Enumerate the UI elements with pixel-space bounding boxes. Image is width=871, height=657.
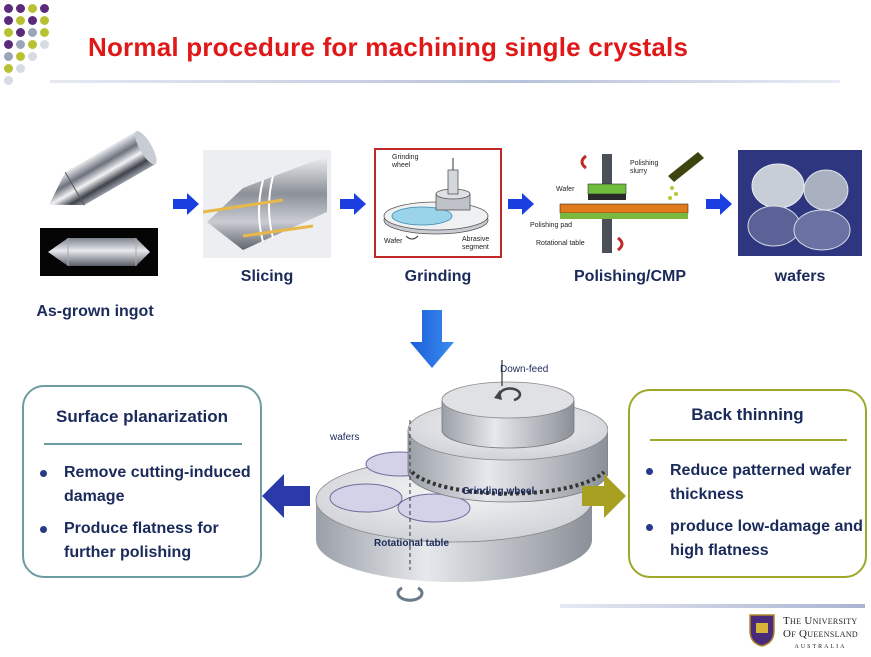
panel-divider — [44, 443, 242, 445]
step-label-wafers: wafers — [774, 268, 826, 285]
polishing-diagram: Polishing slurry Wafer Polishing pad Rot… — [530, 148, 710, 260]
polishing-pad-label: Polishing pad — [530, 222, 573, 229]
footer-divider — [560, 604, 865, 608]
big-down-arrow-icon — [410, 310, 454, 368]
list-item: Reduce patterned wafer thickness — [644, 459, 866, 507]
grinding-wheel-label: Grinding wheel — [392, 154, 419, 169]
panel-divider — [650, 439, 847, 441]
ingot-image — [34, 128, 162, 218]
rotational-table-label: Rotational table — [374, 538, 450, 549]
surface-planarization-panel: Surface planarization Remove cutting-ind… — [22, 385, 262, 578]
flow-arrow-right-icon — [173, 193, 199, 215]
ingot-photo — [40, 228, 158, 276]
flow-arrow-right-icon — [706, 193, 732, 215]
wafers-label: wafers — [330, 432, 360, 443]
university-line1: The University — [783, 615, 858, 627]
polishing-slurry-label: Polishing slurry — [630, 160, 659, 175]
uq-crest-icon — [749, 614, 775, 647]
grinding-wheel-label: Grinding wheel — [462, 486, 535, 497]
flow-arrow-right-icon — [340, 193, 366, 215]
right-arrow-icon — [582, 474, 626, 518]
step-label-slicing: Slicing — [240, 268, 294, 285]
polishing-wafer-label: Wafer — [556, 186, 575, 193]
bullet-list: Reduce patterned wafer thickness produce… — [644, 459, 866, 571]
step-label-ingot: As-grown ingot — [36, 303, 154, 320]
grinding-diagram: Grinding wheel Wafer Abrasive segment — [374, 148, 502, 258]
bullet-list: Remove cutting-induced damage Produce fl… — [38, 461, 258, 573]
list-item: produce low-damage and high flatness — [644, 515, 866, 563]
wafers-photo — [738, 150, 862, 256]
grinding-wafer-label: Wafer — [384, 238, 403, 245]
page-title: Normal procedure for machining single cr… — [88, 32, 689, 62]
slicing-image — [203, 150, 331, 258]
step-label-polishing: Polishing/CMP — [574, 268, 686, 285]
title-divider — [50, 80, 840, 83]
list-item: Remove cutting-induced damage — [38, 461, 258, 509]
flow-arrow-right-icon — [508, 193, 534, 215]
panel-heading: Surface planarization — [56, 407, 228, 426]
list-item: Produce flatness for further polishing — [38, 517, 258, 565]
downfeed-label: Down-feed — [500, 364, 549, 375]
polishing-table-label: Rotational table — [536, 240, 585, 247]
decorative-dot-grid — [4, 4, 56, 85]
panel-heading: Back thinning — [691, 405, 804, 424]
step-label-grinding: Grinding — [404, 268, 472, 285]
grinding-machine-illustration: Down-feed wafers Grinding wheel Rotation… — [308, 360, 609, 610]
university-country: AUSTRALIA — [794, 644, 847, 650]
back-thinning-panel: Back thinning Reduce patterned wafer thi… — [628, 389, 867, 578]
university-name: The University Of Queensland AUSTRALIA — [783, 615, 858, 654]
left-arrow-icon — [262, 474, 310, 518]
university-line2: Of Queensland — [783, 628, 858, 640]
grinding-segment-label: Abrasive segment — [462, 236, 490, 251]
